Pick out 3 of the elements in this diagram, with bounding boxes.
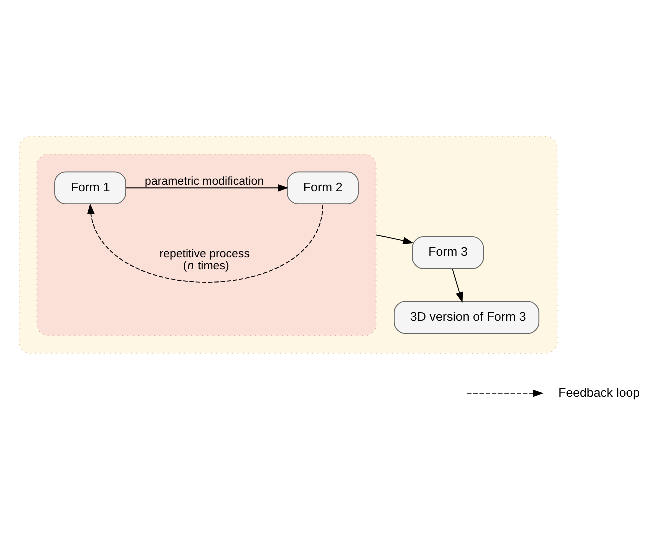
edge-label: parametric modification xyxy=(145,175,264,188)
edge-label: repetitive process (n times) xyxy=(160,248,250,272)
legend-label: Feedback loop xyxy=(558,385,640,400)
